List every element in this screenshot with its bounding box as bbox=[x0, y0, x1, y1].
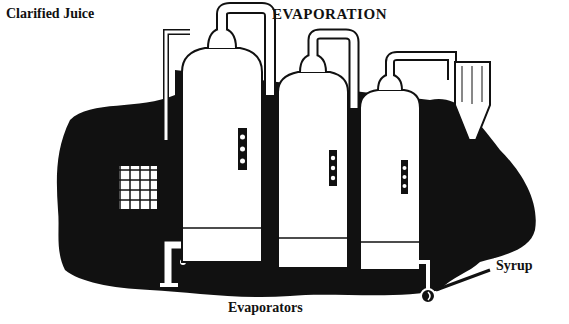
output-label: Syrup bbox=[494, 258, 535, 273]
input-label: Clarified Juice bbox=[6, 6, 94, 21]
diagram-title: EVAPORATION bbox=[272, 6, 387, 23]
diagram-caption: Evaporators bbox=[228, 300, 303, 315]
